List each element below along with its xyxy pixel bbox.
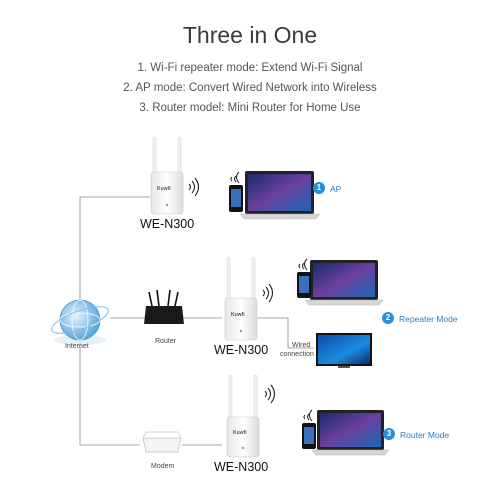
extender-device-ap — [150, 136, 184, 215]
laptop-icon — [304, 260, 384, 306]
line-internet-to-modem — [79, 333, 140, 446]
router-label: Router — [155, 338, 177, 345]
wifi-signal-icon — [264, 384, 276, 404]
page-title: Three in One — [182, 22, 318, 48]
device-model-label-3: WE-N300 — [214, 460, 269, 474]
laptop-icon — [311, 410, 390, 456]
mode-badge-1: 1 — [313, 182, 325, 194]
connection-lines — [79, 196, 314, 446]
mode-badge-3: 3 — [383, 428, 395, 440]
wifi-receive-icon — [230, 171, 240, 184]
wired-label-line1: Wired — [292, 342, 311, 349]
feature-line-2: 2. AP mode: Convert Wired Network into W… — [123, 82, 377, 94]
feature-line-3: 3. Router model: Mini Router for Home Us… — [139, 102, 361, 114]
device-model-label-1: WE-N300 — [140, 217, 195, 231]
feature-line-1: 1. Wi-Fi repeater mode: Extend Wi-Fi Sig… — [137, 62, 363, 74]
wifi-signal-icon — [262, 283, 274, 303]
modem-label: Modem — [151, 463, 175, 470]
extender-device-repeater — [224, 256, 258, 341]
wifi-receive-icon — [298, 258, 308, 271]
internet-globe-icon — [51, 299, 109, 345]
mode-label-router: Router Mode — [400, 430, 450, 440]
phone-icon — [229, 185, 243, 212]
line-internet-to-ap — [79, 196, 150, 313]
mode-label-repeater: Repeater Mode — [399, 314, 458, 324]
wired-label-line2: connection — [280, 351, 314, 358]
device-brand-1: Kuwfi — [157, 186, 171, 192]
device-model-label-2: WE-N300 — [214, 343, 269, 357]
laptop-icon — [239, 171, 321, 220]
device-brand-3: Kuwfi — [233, 430, 247, 436]
modem-icon — [142, 431, 182, 453]
mode-badge-2: 2 — [382, 312, 394, 324]
phone-icon — [302, 423, 316, 449]
mode-label-ap: AP — [330, 184, 342, 194]
router-icon — [144, 289, 184, 324]
device-brand-2: Kuwfi — [231, 312, 245, 318]
extender-device-router — [226, 374, 260, 458]
line-wired-connection — [255, 317, 314, 349]
internet-label: Internet — [65, 343, 89, 350]
wifi-signal-icon — [188, 177, 200, 197]
wifi-receive-icon — [303, 409, 313, 422]
phone-icon — [297, 272, 311, 298]
tv-icon — [316, 333, 372, 368]
